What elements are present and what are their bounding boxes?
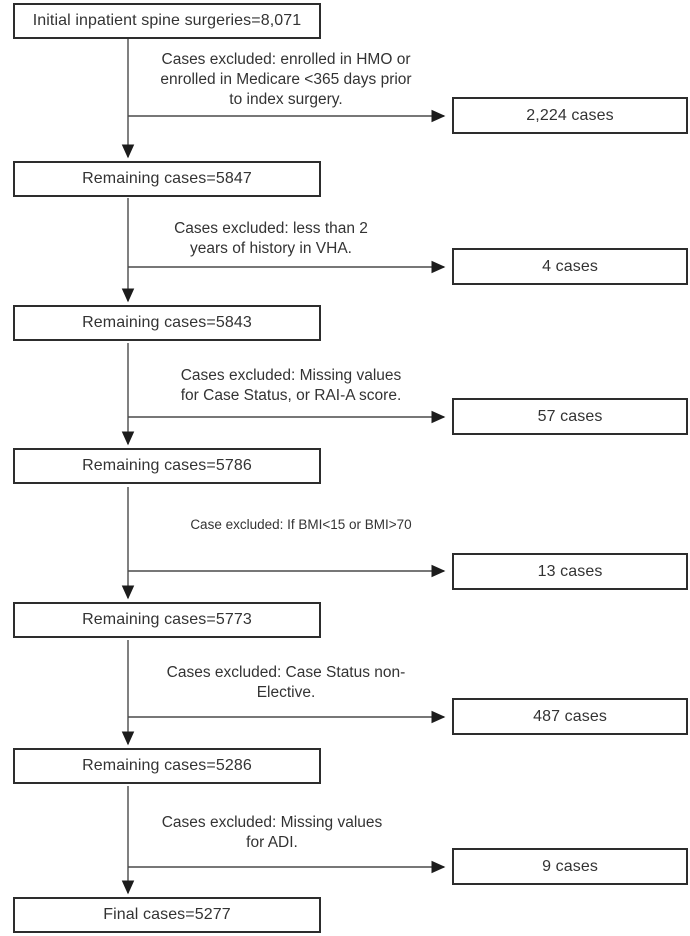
- flow-box-remaining-3-label: Remaining cases=5786: [82, 457, 252, 474]
- flow-box-remaining-2: Remaining cases=5843: [13, 305, 321, 341]
- excluded-cases-4-label: 13 cases: [537, 562, 603, 580]
- exclusion-label-5: Cases excluded: Case Status non- Electiv…: [166, 664, 406, 701]
- exclusion-label-3: Cases excluded: Missing values for Case …: [180, 367, 402, 404]
- flow-box-initial-label: Initial inpatient spine surgeries=8,071: [32, 12, 302, 29]
- flow-box-remaining-5-label: Remaining cases=5286: [82, 757, 252, 774]
- flow-box-remaining-3: Remaining cases=5786: [13, 448, 321, 484]
- exclusion-label-4: Case excluded: If BMI<15 or BMI>70: [190, 517, 412, 532]
- exclusion-label-2: Cases excluded: less than 2 years of his…: [174, 220, 368, 257]
- excluded-cases-5-label: 487 cases: [533, 707, 607, 725]
- flow-box-remaining-1-label: Remaining cases=5847: [82, 170, 252, 187]
- excluded-cases-3-label: 57 cases: [537, 407, 603, 425]
- exclusion-label-6: Cases excluded: Missing values for ADI.: [161, 814, 383, 851]
- excluded-cases-1-label: 2,224 cases: [526, 106, 614, 124]
- excluded-cases-box-6: 9 cases: [452, 848, 688, 885]
- excluded-cases-box-2: 4 cases: [452, 248, 688, 285]
- flow-box-remaining-2-label: Remaining cases=5843: [82, 314, 252, 331]
- flow-box-remaining-4-label: Remaining cases=5773: [82, 611, 252, 628]
- excluded-cases-box-3: 57 cases: [452, 398, 688, 435]
- excluded-cases-box-1: 2,224 cases: [452, 97, 688, 134]
- excluded-cases-box-4: 13 cases: [452, 553, 688, 590]
- flow-box-remaining-4: Remaining cases=5773: [13, 602, 321, 638]
- flow-box-final: Final cases=5277: [13, 897, 321, 933]
- flow-box-initial: Initial inpatient spine surgeries=8,071: [13, 3, 321, 39]
- flow-box-remaining-1: Remaining cases=5847: [13, 161, 321, 197]
- excluded-cases-6-label: 9 cases: [542, 857, 598, 875]
- flow-box-remaining-5: Remaining cases=5286: [13, 748, 321, 784]
- flow-box-final-label: Final cases=5277: [103, 906, 231, 923]
- exclusion-label-1: Cases excluded: enrolled in HMO or enrol…: [160, 51, 412, 108]
- excluded-cases-box-5: 487 cases: [452, 698, 688, 735]
- excluded-cases-2-label: 4 cases: [542, 257, 598, 275]
